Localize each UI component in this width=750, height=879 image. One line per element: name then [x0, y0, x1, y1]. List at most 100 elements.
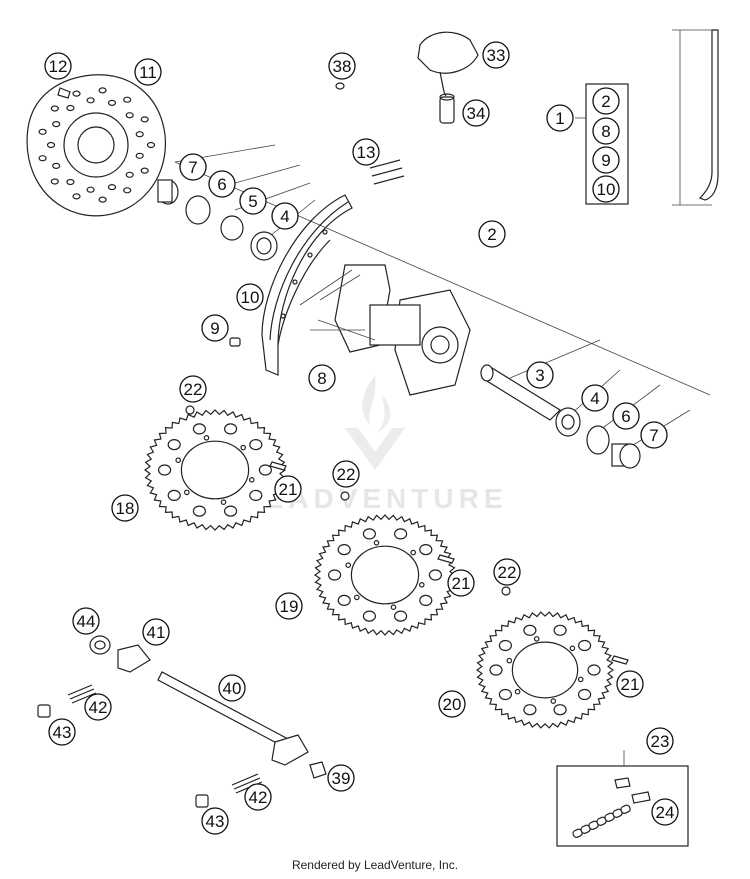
adjuster-nut[interactable]: [37, 704, 209, 808]
callout-label: 44: [77, 612, 96, 631]
kit-bracket: [585, 83, 629, 205]
sprocket-bolt[interactable]: [611, 655, 629, 665]
right-seal[interactable]: [586, 425, 610, 455]
left-seal[interactable]: [185, 195, 211, 225]
callout-label: 19: [280, 597, 299, 616]
sprocket-cutout: [394, 528, 408, 540]
callout-label: 5: [248, 192, 257, 211]
sprocket-outline: [475, 611, 615, 729]
disc-hole: [50, 178, 59, 185]
disc-hole: [72, 193, 81, 200]
chain-adjuster-left[interactable]: [117, 644, 151, 673]
sprocket-nut[interactable]: [340, 491, 350, 501]
disc-hole: [46, 141, 56, 149]
sprocket-bolt-hole: [345, 562, 352, 569]
callout-22a: 22: [179, 375, 207, 403]
sprocket-outline: [313, 514, 457, 636]
spoke-nipples[interactable]: [369, 159, 405, 185]
callout-label: 1: [555, 109, 564, 128]
sprocket-cutout: [224, 423, 238, 435]
disc-hole: [86, 186, 95, 193]
callout-label: 22: [337, 465, 356, 484]
callout-label: 22: [184, 380, 203, 399]
disc-bolt[interactable]: [57, 87, 71, 99]
callout-7a: 7: [179, 153, 207, 181]
brake-disc[interactable]: [26, 74, 166, 217]
hub-spacer-tube[interactable]: [480, 364, 561, 421]
disc-hole: [123, 96, 132, 103]
callout-21b: 21: [447, 569, 475, 597]
sprocket-bolt[interactable]: [437, 554, 455, 564]
disc-hole: [38, 155, 47, 162]
right-bearing[interactable]: [555, 407, 581, 437]
sprocket-cutout: [362, 528, 376, 540]
sprocket-20[interactable]: [475, 611, 615, 729]
callout-39: 39: [327, 764, 355, 792]
right-spacer[interactable]: [611, 443, 641, 469]
rim[interactable]: [261, 194, 353, 376]
callout-38: 38: [328, 52, 356, 80]
sprocket-nut[interactable]: [185, 405, 195, 415]
sprocket-nut[interactable]: [501, 586, 511, 596]
sprocket-18[interactable]: [143, 409, 287, 531]
left-spacer[interactable]: [157, 179, 179, 205]
chain-kit[interactable]: [556, 750, 689, 847]
axle-nut[interactable]: [89, 635, 111, 655]
callout-2: 2: [478, 220, 506, 248]
callout-label: 7: [188, 158, 197, 177]
disc-hole: [107, 99, 117, 107]
sprocket-bolt-hole: [220, 499, 227, 506]
callout-label: 38: [333, 57, 352, 76]
callout-label: 11: [139, 63, 157, 82]
sprocket-bolt[interactable]: [269, 461, 287, 471]
sprocket-bore: [511, 641, 579, 699]
callout-5: 5: [239, 187, 267, 215]
sprocket-bolt-hole: [410, 549, 417, 556]
callout-label: 33: [487, 46, 506, 65]
callout-20: 20: [438, 690, 466, 718]
callout-12: 12: [44, 52, 72, 80]
callout-label: 2: [601, 92, 610, 111]
sprocket-outline: [143, 409, 287, 531]
callout-24: 24: [651, 798, 679, 826]
callout-22c: 22: [493, 558, 521, 586]
sprocket-bolt-hole: [514, 688, 521, 695]
sprocket-cutout: [362, 610, 376, 622]
disc-hole: [125, 112, 134, 119]
rim-lock[interactable]: [417, 31, 479, 97]
callout-label: 12: [49, 57, 68, 76]
disc-hole: [52, 120, 61, 128]
callout-23: 23: [646, 727, 674, 755]
disc-hole: [146, 141, 156, 149]
sprocket-bore: [350, 545, 420, 605]
wheel-hub[interactable]: [299, 264, 471, 396]
sprocket-bolt-hole: [353, 594, 360, 601]
spoke[interactable]: [672, 29, 719, 206]
callout-44: 44: [72, 607, 100, 635]
sprocket-bolt-hole: [506, 657, 513, 664]
disc-hole: [50, 105, 59, 112]
callout-label: 22: [498, 563, 517, 582]
tire-valve[interactable]: [229, 337, 241, 347]
valve-cap[interactable]: [335, 82, 345, 90]
rear-axle[interactable]: [157, 671, 309, 766]
circlip[interactable]: [220, 215, 244, 241]
sprocket-cutout: [249, 439, 263, 451]
sprocket-bolt-hole: [569, 645, 576, 652]
disc-hole: [135, 152, 144, 159]
sprocket-19[interactable]: [313, 514, 457, 636]
left-bearing[interactable]: [250, 231, 278, 261]
spacer-sleeve[interactable]: [439, 93, 455, 124]
callout-label: 21: [621, 675, 640, 694]
callout-6b: 6: [612, 402, 640, 430]
chain-guide-screw[interactable]: [309, 761, 327, 779]
callout-label: 24: [656, 803, 675, 822]
callout-label: 3: [535, 366, 544, 385]
callout-label: 40: [223, 679, 242, 698]
callout-label: 18: [116, 499, 135, 518]
sprocket-cutout: [158, 464, 172, 476]
callout-label: 6: [621, 407, 630, 426]
callout-43a: 43: [48, 718, 76, 746]
callout-label: 10: [597, 180, 616, 199]
disc-hole: [107, 184, 117, 191]
